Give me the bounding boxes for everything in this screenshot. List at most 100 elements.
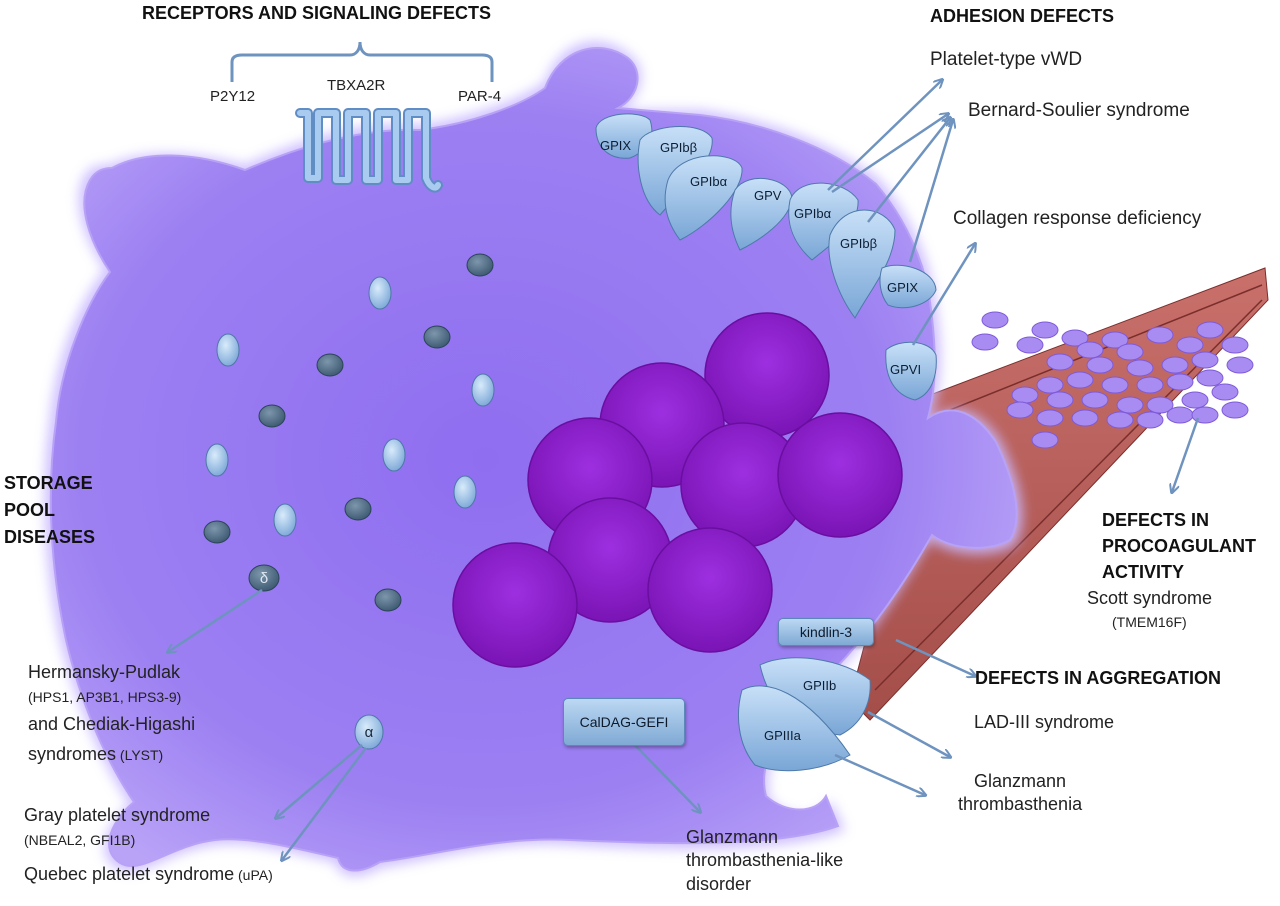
gray-genes-label: (NBEAL2, GFI1B)	[24, 832, 136, 848]
storage-heading-line1: STORAGE	[4, 473, 93, 493]
arrow-to-lad3	[867, 710, 950, 757]
scott-label: Scott syndrome	[1087, 588, 1213, 608]
quebec-gene: (uPA)	[234, 867, 273, 883]
storage-heading: STORAGE POOL DISEASES	[4, 470, 95, 551]
storage-heading-line2: POOL	[4, 500, 56, 520]
arrow-to-bss-2	[867, 118, 950, 223]
quebec-label: Quebec platelet syndrome	[24, 864, 235, 884]
gpv-label: GPV	[754, 188, 782, 203]
circulating-platelet	[1076, 341, 1104, 359]
gpiib-label: GPIIb	[803, 678, 836, 693]
dense-granule-cluster	[452, 312, 903, 668]
p2y12-label: P2Y12	[210, 88, 256, 105]
arrow-to-glanzmann	[834, 753, 925, 795]
circulating-platelet	[1221, 401, 1249, 419]
hermansky-label: Hermansky-Pudlak	[28, 662, 181, 682]
circulating-platelets	[971, 311, 1254, 449]
circulating-platelet	[1166, 373, 1194, 391]
circulating-platelet	[1191, 351, 1219, 369]
glanzmann-line2: thrombasthenia	[958, 794, 1083, 815]
arrow-to-bss-1	[831, 114, 948, 194]
hermansky-genes-label: (HPS1, AP3B1, HPS3-9)	[28, 689, 182, 705]
quebec-line: Quebec platelet syndrome (uPA)	[24, 865, 273, 884]
circulating-platelet	[1126, 359, 1154, 377]
arrow-to-hermansky	[168, 588, 263, 652]
glanzmann-like-line2: thrombasthenia-like	[686, 850, 844, 871]
par4-label: PAR-4	[458, 88, 502, 105]
circulating-platelet	[1101, 376, 1129, 394]
circulating-platelet	[1136, 411, 1164, 429]
gray-platelet-label: Gray platelet syndrome	[24, 805, 211, 825]
gpiba-right-label: GPIbα	[794, 206, 832, 221]
circulating-platelet	[1046, 391, 1074, 409]
circulating-platelet	[1011, 386, 1039, 404]
storage-heading-line3: DISEASES	[4, 527, 96, 547]
tbxa2r-receptor	[295, 108, 443, 193]
delta-granules	[203, 253, 494, 612]
circulating-platelet	[1066, 371, 1094, 389]
arrow-to-bss-3	[908, 120, 953, 263]
arrows	[168, 80, 1200, 860]
circulating-platelet	[1226, 356, 1254, 374]
circulating-platelet	[1116, 396, 1144, 414]
glanzmann-line1: Glanzmann	[974, 771, 1067, 791]
tbxa2r-label: TBXA2R	[327, 77, 386, 94]
gpibb-left-label: GPIbβ	[660, 140, 697, 155]
chediak-line2: syndromes (LYST)	[28, 745, 163, 764]
arrow-to-quebec	[282, 747, 367, 860]
circulating-platelet	[1016, 336, 1044, 354]
chediak-syndromes: syndromes	[28, 744, 117, 764]
receptor-brace	[230, 41, 494, 82]
circulating-platelet	[1196, 369, 1224, 387]
glanzmann-like-line3: disorder	[686, 873, 752, 894]
procoag-heading-line2: PROCOAGULANT	[1102, 536, 1256, 557]
circulating-platelet	[971, 333, 999, 351]
circulating-platelet	[1116, 343, 1144, 361]
glanzmann-label: Glanzmann thrombasthenia	[958, 770, 1082, 817]
circulating-platelet	[1106, 411, 1134, 429]
glanzmann-like-line1: Glanzmann	[686, 827, 779, 847]
circulating-platelet	[1146, 326, 1174, 344]
procoag-heading: DEFECTS IN PROCOAGULANT ACTIVITY	[1102, 507, 1256, 585]
aggregation-heading: DEFECTS IN AGGREGATION	[975, 668, 1222, 688]
gpiba-left-label: GPIbα	[690, 174, 728, 189]
arrow-to-aggregation	[895, 638, 975, 676]
gpibb-right-label: GPIbβ	[840, 236, 877, 251]
gpix-right-label: GPIX	[887, 280, 918, 295]
circulating-platelet	[1136, 376, 1164, 394]
circulating-platelet	[1036, 409, 1064, 427]
circulating-platelet	[1086, 356, 1114, 374]
circulating-platelet	[1166, 406, 1194, 424]
alpha-label: α	[365, 724, 374, 741]
circulating-platelet	[1211, 383, 1239, 401]
bernard-soulier-label: Bernard-Soulier syndrome	[968, 100, 1190, 121]
circulating-platelet	[1006, 401, 1034, 419]
circulating-platelet	[1071, 409, 1099, 427]
circulating-platelet	[1146, 396, 1174, 414]
circulating-platelet	[1046, 353, 1074, 371]
circulating-platelet	[1031, 321, 1059, 339]
scott-gene-label: (TMEM16F)	[1112, 614, 1187, 630]
glanzmann-like-label: Glanzmann thrombasthenia-like disorder	[686, 826, 843, 896]
delta-label: δ	[260, 570, 268, 587]
circulating-platelet	[1061, 329, 1089, 347]
gpvi-label: GPVI	[890, 362, 921, 377]
caldag-gefi-box: CalDAG-GEFI	[563, 698, 685, 746]
circulating-platelet	[1221, 336, 1249, 354]
gpiiia-label: GPIIIa	[764, 728, 802, 743]
circulating-platelet	[981, 311, 1009, 329]
lad3-label: LAD-III syndrome	[974, 712, 1115, 732]
arrow-to-collagen	[911, 244, 975, 346]
adhesion-heading: ADHESION DEFECTS	[930, 6, 1115, 26]
receptors-heading: RECEPTORS AND SIGNALING DEFECTS	[142, 3, 492, 23]
collagen-label: Collagen response deficiency	[953, 208, 1202, 229]
procoag-heading-line3: ACTIVITY	[1102, 562, 1185, 583]
arrow-to-gray	[276, 744, 363, 818]
chediak-gene: (LYST)	[116, 747, 164, 763]
arrow-to-vwd	[827, 80, 942, 191]
circulating-platelet	[1081, 391, 1109, 409]
glycoprotein-complex	[595, 113, 937, 772]
circulating-platelet	[1196, 321, 1224, 339]
circulating-platelet	[1176, 336, 1204, 354]
